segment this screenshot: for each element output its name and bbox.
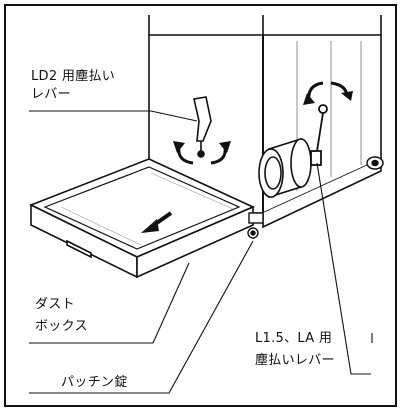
label-latch: パッチン錠 [61,375,128,391]
leader-latch [29,240,254,394]
pull-arrow [141,211,173,233]
l15-lever [310,104,328,166]
leader-l15 [316,162,371,375]
label-l15-line2: 塵払いレバー [255,353,335,369]
label-dust-line1: ダスト [35,297,75,313]
caster-wheel [366,156,384,170]
side-port [258,137,312,199]
dust-box [29,158,255,279]
label-ld2-line2: レバー [31,87,71,103]
label-dust-line2: ボックス [35,319,88,335]
l15-arrow-head-right [341,91,353,101]
ld2-lever [193,96,212,158]
tray-shading [60,172,234,246]
leader-ld2 [29,110,198,122]
leader-lines [29,110,373,394]
latch [247,212,264,239]
ld2-arrow-head-left [173,141,185,153]
label-ld2-line1: LD2 用塵払い [31,69,116,85]
leader-dust [29,262,190,344]
label-l15-line1: L1.5、LA 用 [255,331,333,347]
ld2-arrow-head-right [219,141,231,153]
l15-arrow-head-left [303,93,315,105]
